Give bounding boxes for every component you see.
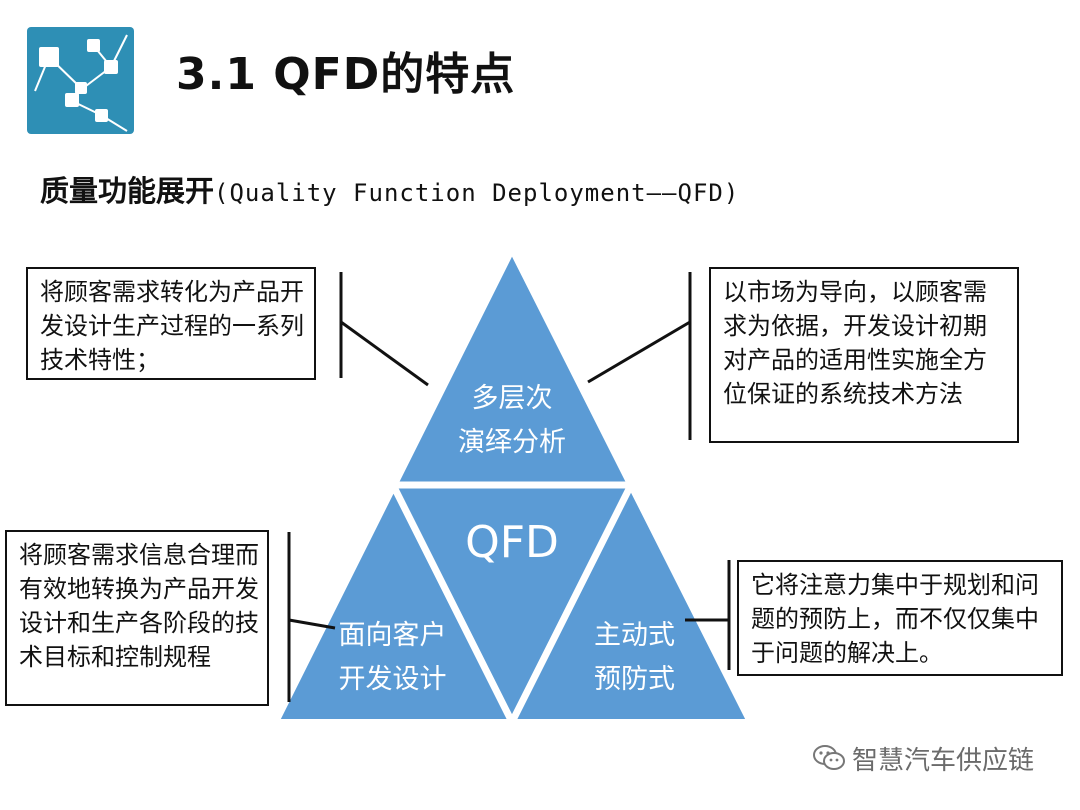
subtitle: 质量功能展开(Quality Function Deployment——QFD) [40,168,739,210]
watermark: 智慧汽车供应链 [812,740,1034,779]
left-triangle-label: 面向客户 开发设计 [300,614,485,702]
box-top-right: 以市场为导向，以顾客需求为依据，开发设计初期对产品的适用性实施全方位保证的系统技… [709,267,1019,443]
box-bottom-right: 它将注意力集中于规划和问题的预防上，而不仅仅集中于问题的解决上。 [737,560,1063,676]
subtitle-cn: 质量功能展开 [40,174,215,208]
box-bottom-left: 将顾客需求信息合理而有效地转换为产品开发设计和生产各阶段的技术目标和控制规程 [5,530,269,706]
right-triangle-label: 主动式 预防式 [542,614,727,702]
top-label-line-1: 多层次 [471,383,553,414]
subtitle-en: (Quality Function Deployment——QFD) [214,179,740,207]
left-label-line-1: 面向客户 [338,620,447,651]
wechat-icon [812,744,846,779]
right-label-line-1: 主动式 [594,620,675,651]
right-label-line-2: 预防式 [594,664,675,695]
top-label-line-2: 演绎分析 [458,427,566,458]
network-nodes-icon [34,34,128,132]
top-triangle-label: 多层次 演绎分析 [412,377,612,465]
left-label-line-2: 开发设计 [338,664,447,695]
box-top-left: 将顾客需求转化为产品开发设计生产过程的一系列技术特性； [26,267,316,380]
watermark-text: 智慧汽车供应链 [852,746,1035,776]
logo [27,27,134,134]
connector-lines [287,272,731,702]
center-label: QFD [465,517,559,568]
page-title: 3.1 QFD的特点 [176,49,516,100]
inner-divider-lines [387,481,637,730]
